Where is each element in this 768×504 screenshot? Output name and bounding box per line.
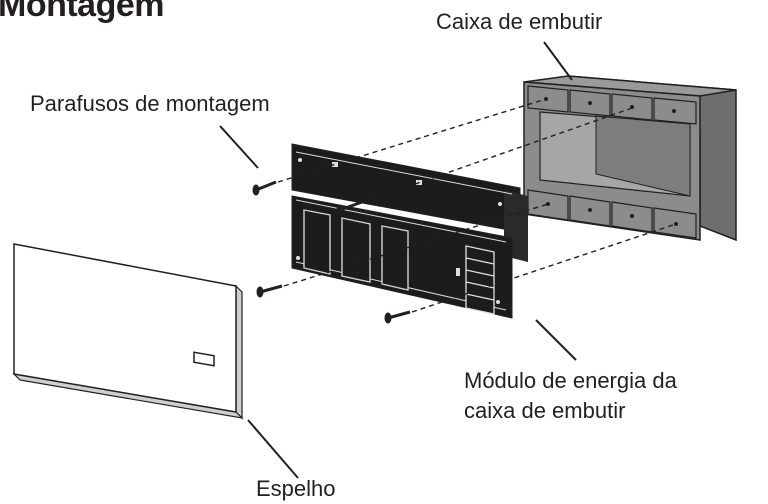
leader-box <box>543 41 573 81</box>
label-power-module-line1: Módulo de energia da <box>464 368 677 393</box>
label-faceplate: Espelho <box>256 476 336 501</box>
faceplate-edge <box>235 284 243 420</box>
alignment-lines <box>277 98 677 313</box>
label-power-module-line2: caixa de embutir <box>464 398 626 423</box>
screw-bottom <box>384 310 411 324</box>
back-box-holes <box>544 97 678 226</box>
back-box-cavity-wall <box>595 115 691 197</box>
faceplate <box>12 243 244 420</box>
callout-leaders <box>219 41 577 479</box>
faceplate-front <box>13 243 237 413</box>
faceplate-led-window <box>193 351 215 367</box>
power-module <box>291 143 528 319</box>
module-connector <box>465 245 495 315</box>
diagram-title: Montagem <box>0 0 165 24</box>
screw-mid-left <box>256 284 283 298</box>
leader-faceplate <box>247 419 299 479</box>
leader-module <box>535 319 577 361</box>
module-relays <box>303 209 409 291</box>
leader-screws <box>219 125 259 169</box>
mounting-screws <box>252 180 411 324</box>
label-back-box: Caixa de embutir <box>436 9 603 34</box>
label-mounting-screws: Parafusos de montagem <box>30 91 270 116</box>
back-box <box>523 75 737 242</box>
screw-top-left <box>252 180 277 196</box>
screw-top-middle <box>336 200 363 216</box>
